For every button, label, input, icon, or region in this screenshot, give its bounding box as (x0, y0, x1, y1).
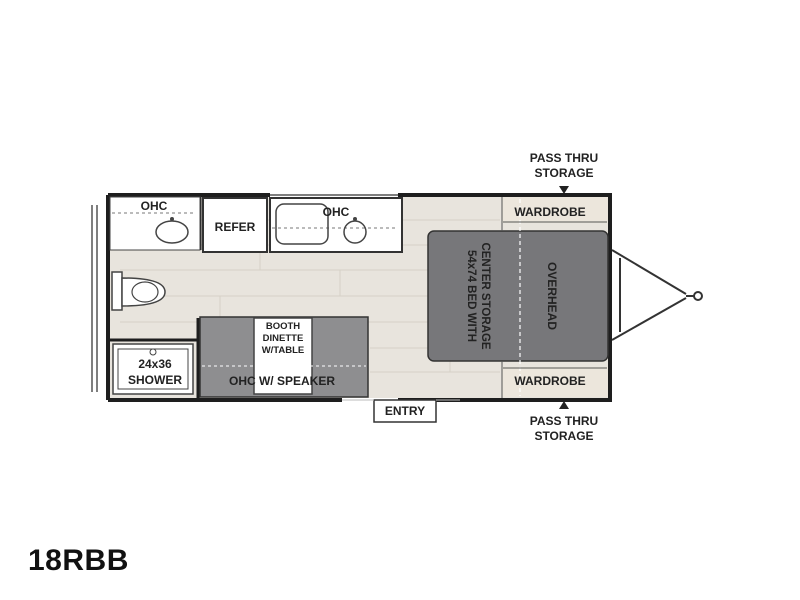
model-name: 18RBB (28, 544, 129, 577)
booth-label-line1: BOOTH (266, 321, 300, 332)
ohc-speaker-label: OHC W/ SPEAKER (229, 374, 335, 388)
refrigerator (202, 197, 268, 253)
toilet (111, 271, 166, 311)
stove (275, 203, 329, 245)
ohc-kitchen-label: OHC (323, 205, 350, 219)
ohc-bath-label: OHC (141, 199, 168, 213)
pass-thru-top-arrow (559, 186, 569, 194)
booth-label-line2: DINETTE (263, 333, 304, 344)
hitch (611, 249, 703, 341)
wardrobe-bottom-label: WARDROBE (514, 374, 585, 388)
entry-step (373, 399, 437, 423)
wardrobe-top-label: WARDROBE (514, 205, 585, 219)
overhead-label: OVERHEAD (545, 262, 559, 330)
pass-thru-top-label-line1: PASS THRU (530, 151, 598, 165)
bath-vanity (109, 196, 201, 251)
kitchen-counter (269, 197, 403, 253)
shower-label: SHOWER (128, 373, 182, 387)
bed (427, 230, 609, 362)
exterior-walls (106, 193, 612, 402)
pass-thru-bottom-label-line2: STORAGE (534, 429, 593, 443)
refer-label: REFER (215, 220, 256, 234)
pass-thru-bottom-arrow (559, 401, 569, 409)
shower (112, 343, 194, 395)
dinette-table (253, 317, 313, 395)
pass-thru-bottom-label-line1: PASS THRU (530, 414, 598, 428)
entry-label: ENTRY (385, 404, 425, 418)
pass-thru-top-label-line2: STORAGE (534, 166, 593, 180)
shower-size-label: 24x36 (138, 357, 172, 371)
booth-label-line3: W/TABLE (262, 345, 305, 356)
bed-label-line1: 54x74 BED WITH (465, 250, 477, 342)
bed-label-line2: CENTER STORAGE (479, 242, 491, 349)
